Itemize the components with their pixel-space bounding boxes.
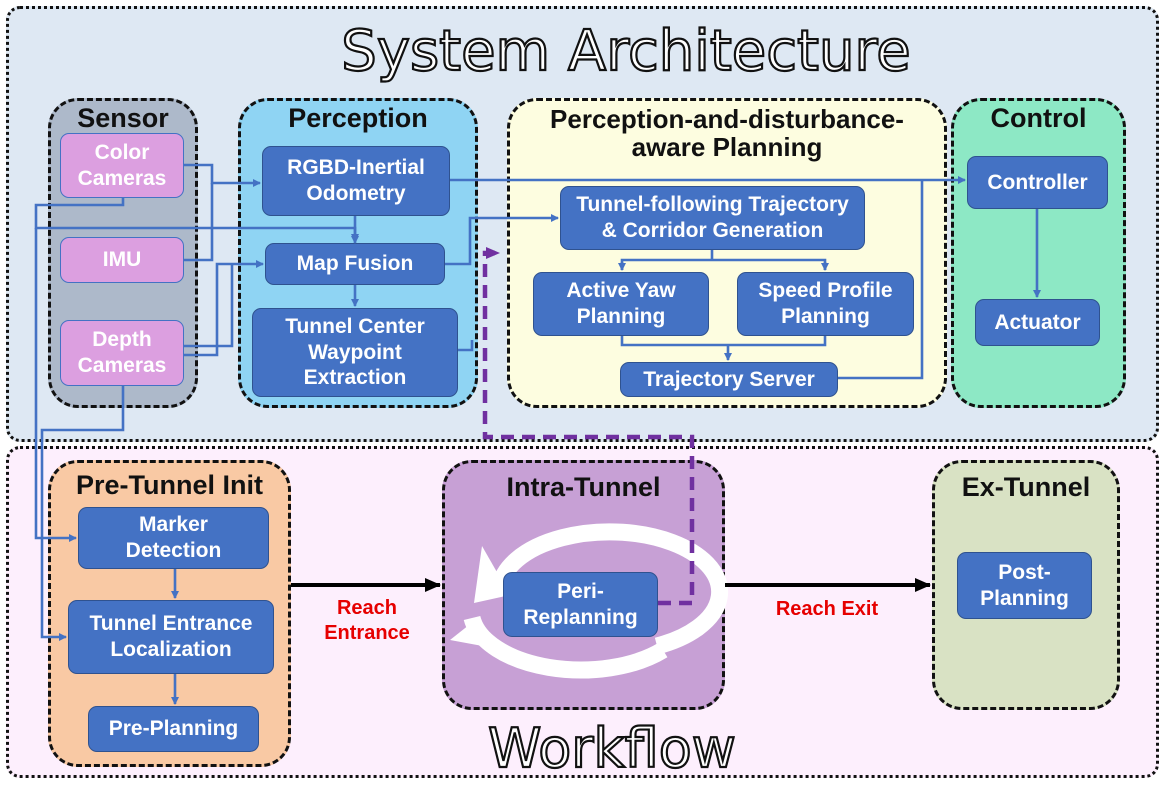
peri-replanning-node[interactable]: Peri- Replanning	[503, 572, 658, 637]
depth-cameras-node[interactable]: Depth Cameras	[60, 320, 184, 386]
tunnel-entrance-localization-node[interactable]: Tunnel Entrance Localization	[68, 600, 274, 674]
sensor-group-title: Sensor	[77, 103, 169, 133]
control-group-title: Control	[990, 103, 1087, 133]
imu-node[interactable]: IMU	[60, 237, 184, 283]
perception-group-title: Perception	[288, 103, 428, 133]
controller-node[interactable]: Controller	[967, 156, 1108, 209]
post-planning-node[interactable]: Post- Planning	[957, 552, 1092, 619]
ex-tunnel-group-title: Ex-Tunnel	[961, 472, 1091, 502]
speed-profile-planning-node[interactable]: Speed Profile Planning	[737, 272, 914, 336]
planning-group-title: Perception-and-disturbance- aware Planni…	[550, 104, 904, 163]
marker-detection-node[interactable]: Marker Detection	[78, 507, 269, 569]
system-architecture-title: System Architecture	[341, 19, 910, 84]
trajectory-server-node[interactable]: Trajectory Server	[620, 362, 838, 397]
control-group: Control	[951, 98, 1126, 408]
actuator-node[interactable]: Actuator	[975, 299, 1100, 346]
reach-exit-label: Reach Exit	[775, 598, 879, 620]
active-yaw-planning-node[interactable]: Active Yaw Planning	[533, 272, 709, 336]
reach-entrance-label: Reach Entrance	[324, 597, 410, 644]
color-cameras-node[interactable]: Color Cameras	[60, 133, 184, 198]
rgbd-inertial-odometry-node[interactable]: RGBD-Inertial Odometry	[262, 146, 450, 216]
workflow-title: Workflow	[488, 717, 736, 780]
trajectory-corridor-generation-node[interactable]: Tunnel-following Trajectory & Corridor G…	[560, 186, 865, 250]
tunnel-center-waypoint-extraction-node[interactable]: Tunnel Center Waypoint Extraction	[252, 308, 458, 397]
pre-planning-node[interactable]: Pre-Planning	[88, 706, 259, 752]
map-fusion-node[interactable]: Map Fusion	[265, 243, 445, 285]
